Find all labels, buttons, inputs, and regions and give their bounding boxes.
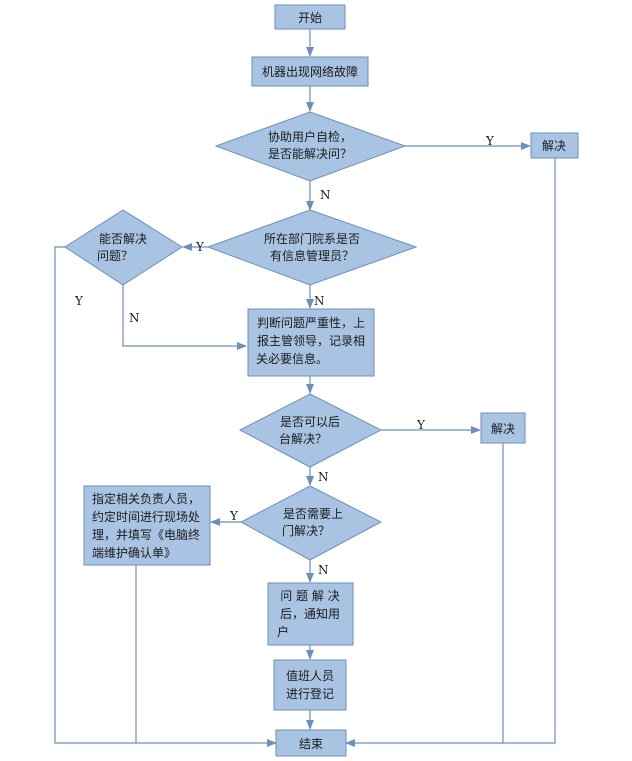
notify-node	[267, 582, 354, 646]
judge-label-line2: 报主管领导，记录相	[257, 333, 365, 348]
canfix-decision	[64, 209, 183, 286]
backend-decision	[238, 393, 383, 468]
onsite-label-line2: 门解决？	[282, 523, 330, 538]
selfcheck-no-label: N	[320, 188, 331, 202]
log-node	[273, 659, 347, 711]
fault-node	[251, 56, 369, 87]
dept-label-line1: 所在部门院系是否	[264, 231, 360, 246]
onsite-yes-label: Y	[229, 509, 239, 523]
canfix-label-line1: 能否解决	[99, 232, 147, 246]
resolve-node-1-label: 解决	[542, 139, 566, 153]
selfcheck-label-line2: 是否能解决问？	[268, 147, 352, 161]
resolve-node-1	[530, 132, 579, 159]
backend-yes-label: Y	[416, 418, 426, 432]
assign-label-line2: 约定时间进行现场处	[92, 509, 200, 524]
selfcheck-label-line1: 协助用户自检，	[268, 129, 352, 144]
canfix-yes-label: Y	[74, 294, 84, 308]
onsite-decision	[239, 485, 383, 561]
dept-yes-label: Y	[195, 240, 205, 254]
edge-resolve1-end	[345, 157, 556, 747]
notify-label-line1: 问 题 解 决	[280, 589, 339, 603]
resolve-node-2-label: 解决	[491, 422, 515, 436]
canfix-label-line2: 问题？	[97, 249, 133, 263]
assign-label-line1: 指定相关负责人员，	[92, 491, 200, 506]
end-node-label: 结束	[299, 737, 323, 751]
end-node	[275, 729, 347, 757]
fault-node-label: 机器出现网络故障	[262, 64, 358, 79]
edge-labels: Y N Y N Y N Y N Y N	[74, 134, 495, 577]
notify-label-line3: 户	[277, 624, 289, 639]
assign-label-line4: 端维护确认单》	[92, 546, 176, 560]
dept-no-label: N	[314, 294, 325, 308]
judge-label-line1: 判断问题严重性，上	[257, 315, 365, 330]
backend-label-line1: 是否可以后	[280, 415, 340, 429]
notify-label-line2: 后，通知用	[280, 607, 340, 621]
assign-label-line3: 理，并填写《电脑终	[92, 527, 200, 542]
backend-label-line2: 台解决？	[279, 431, 327, 446]
canfix-no-label: N	[129, 311, 140, 325]
selfcheck-yes-label: Y	[485, 134, 495, 148]
start-node	[274, 4, 346, 30]
nodes: 开始 机器出现网络故障 协助用户自检， 是否能解决问？ 解决 所在部门院系是否 …	[64, 4, 579, 757]
backend-no-label: N	[318, 470, 329, 484]
log-label-line1: 值班人员	[286, 668, 334, 683]
start-node-label: 开始	[298, 11, 322, 25]
assign-node	[83, 485, 211, 566]
dept-label-line2: 有信息管理员？	[270, 248, 354, 263]
edge-canfix-judge	[122, 285, 247, 350]
onsite-label-line1: 是否需要上	[283, 507, 343, 521]
judge-label-line3: 关必要信息。	[256, 351, 328, 366]
log-label-line2: 进行登记	[286, 686, 334, 701]
edge-canfix-end	[54, 246, 277, 747]
onsite-no-label: N	[318, 563, 329, 577]
dept-decision	[206, 209, 418, 286]
selfcheck-decision	[214, 111, 407, 182]
edges	[54, 29, 556, 747]
resolve-node-2	[480, 412, 526, 444]
judge-node	[247, 308, 375, 377]
